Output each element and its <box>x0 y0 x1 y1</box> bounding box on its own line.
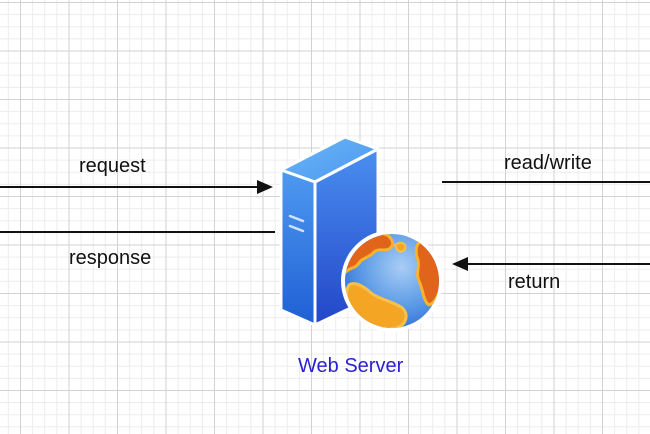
return-arrowhead-icon <box>452 257 468 271</box>
globe-icon <box>341 230 443 332</box>
read-write-label: read/write <box>504 152 592 174</box>
response-label: response <box>69 247 152 269</box>
web-server-node[interactable] <box>275 135 450 335</box>
read-write-line[interactable] <box>442 181 650 184</box>
return-arrow-line[interactable] <box>466 263 650 266</box>
response-line[interactable] <box>0 231 275 234</box>
web-server-label: Web Server <box>298 355 404 377</box>
request-arrow-line[interactable] <box>0 186 258 189</box>
request-arrowhead-icon <box>257 180 273 194</box>
request-label: request <box>79 155 146 177</box>
return-label: return <box>508 271 561 293</box>
